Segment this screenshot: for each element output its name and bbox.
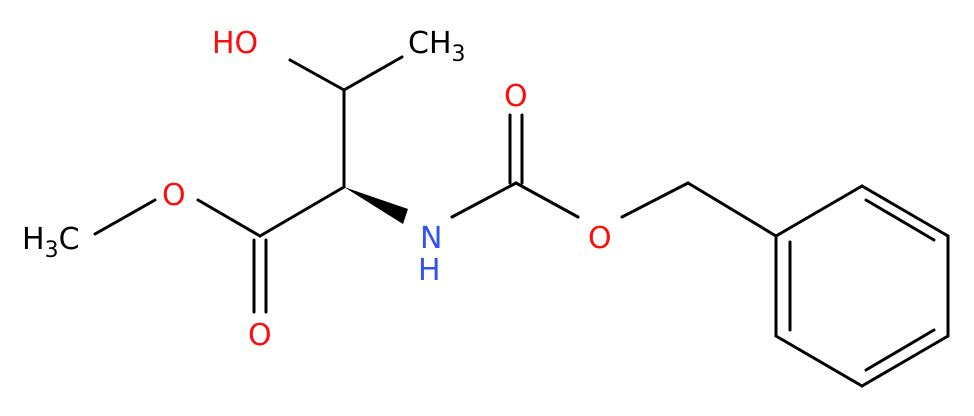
- carbonyl-o-ester-label: O: [248, 318, 272, 353]
- ring-bond-1: [774, 184, 864, 238]
- ring-inner-double-1: [864, 198, 936, 242]
- ring-inner-double-2: [864, 328, 936, 372]
- bond-cbeta-ch3: [342, 55, 404, 92]
- bond-n-ccarbamate: [450, 181, 518, 219]
- wedge-bond-calpha-n: [344, 187, 408, 224]
- bonds: [93, 55, 950, 388]
- ring-bond-5: [774, 334, 864, 388]
- bond-ccarbamate-o: [514, 181, 580, 219]
- bond-cester-oester: [196, 198, 262, 238]
- amine-n-label: N: [420, 221, 442, 256]
- methyl-left-label: H3C: [22, 222, 80, 263]
- carbonyl-o-carbamate-label: O: [504, 79, 528, 114]
- bond-ho-cbeta: [288, 58, 346, 92]
- methyl-top-label: CH3: [408, 26, 466, 67]
- carbamate-o-label: O: [588, 221, 612, 256]
- ester-o-label: O: [162, 178, 186, 213]
- bond-oester-ch3: [93, 198, 157, 236]
- ring-bond-2: [860, 184, 950, 238]
- ring-bond-4: [860, 334, 950, 388]
- bond-o-ch2: [620, 181, 690, 219]
- bond-ch2-ring: [686, 181, 778, 238]
- hydroxyl-label: HO: [212, 26, 258, 61]
- bond-calpha-cester: [258, 185, 346, 238]
- amine-h-label: H: [418, 253, 441, 288]
